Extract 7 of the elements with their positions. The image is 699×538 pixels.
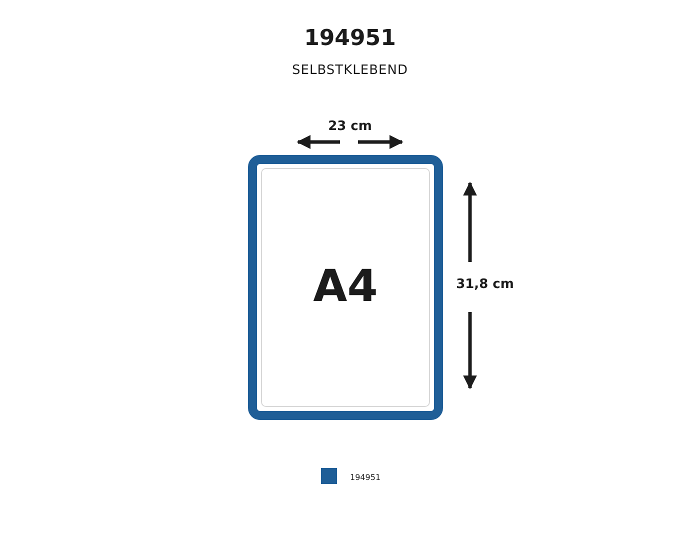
dimension-label: 23 cm bbox=[327, 119, 373, 134]
subtitle: SELBSTKLEBEND bbox=[291, 63, 409, 78]
title: 194951 bbox=[303, 26, 397, 51]
format-label: A4 bbox=[312, 260, 379, 314]
dimension-label: 31,8 cm bbox=[455, 277, 515, 292]
display-frame bbox=[248, 155, 443, 420]
legend-label: 194951 bbox=[350, 473, 381, 482]
